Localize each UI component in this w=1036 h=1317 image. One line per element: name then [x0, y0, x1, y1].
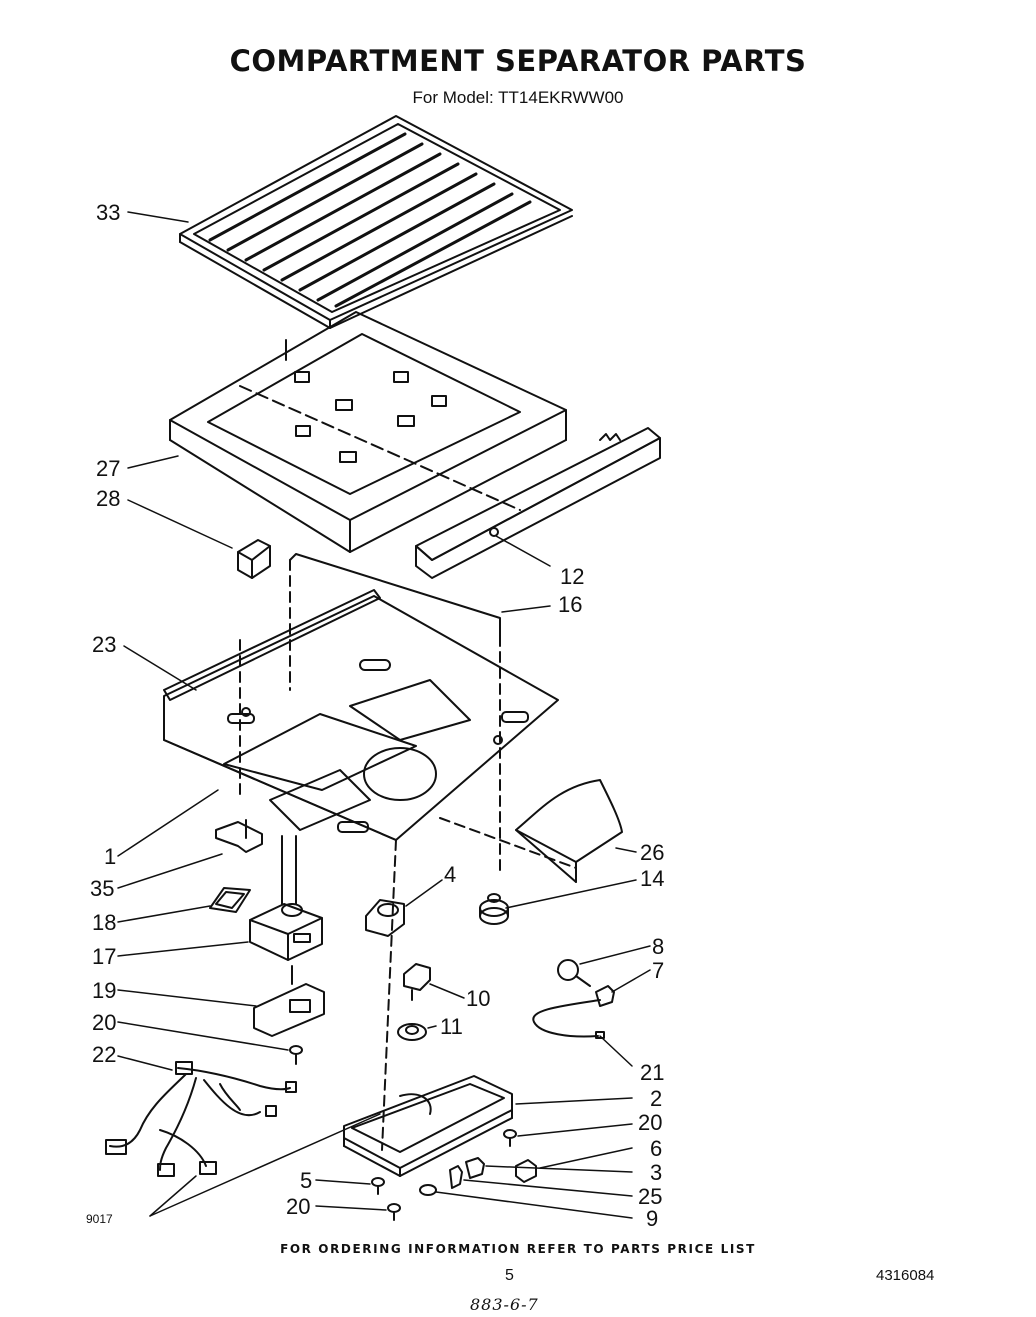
part-18-gasket: [209, 887, 251, 913]
part-20-screw: [289, 1045, 303, 1065]
callout-23: 23: [92, 632, 116, 657]
part-20-screw: [503, 1129, 517, 1147]
page-number: 5: [505, 1267, 514, 1284]
part-20-screw: [387, 1203, 401, 1221]
callout-10: 10: [466, 986, 490, 1011]
part-12-rail: [415, 427, 661, 579]
part-3-motor: [465, 1157, 485, 1179]
part-27-separator-frame: [169, 311, 567, 553]
part-7-lamp-socket: [595, 985, 615, 1007]
part-14-grommet: [479, 893, 509, 925]
callout-leader-lines: [117, 211, 651, 1219]
callout-18: 18: [92, 910, 116, 935]
ordering-note: FOR ORDERING INFORMATION REFER TO PARTS …: [280, 1242, 756, 1256]
part-8-lamp-bulb: [557, 959, 591, 987]
callout-8: 8: [652, 934, 664, 959]
part-4-fan-motor-mount: [365, 899, 405, 937]
part-5-screw: [371, 1177, 385, 1195]
callout-16: 16: [558, 592, 582, 617]
part-17-control-housing: [249, 835, 323, 961]
callout-11: 11: [440, 1014, 463, 1039]
callout-25: 25: [638, 1184, 662, 1209]
callout-26: 26: [640, 840, 664, 865]
callout-5: 5: [300, 1168, 312, 1193]
callout-33: 33: [96, 200, 120, 225]
callout-28: 28: [96, 486, 120, 511]
callout-6: 6: [650, 1136, 662, 1161]
document-number: 4316084: [876, 1267, 935, 1284]
callout-12: 12: [560, 564, 584, 589]
callout-3: 3: [650, 1160, 662, 1185]
callout-2: 2: [650, 1086, 662, 1111]
callout-1: 1: [104, 844, 116, 869]
part-19-control-bracket: [253, 965, 325, 1037]
part-9-grommet: [419, 1184, 437, 1196]
page-title: COMPARTMENT SEPARATOR PARTS: [229, 44, 807, 78]
callout-labels: 33 27 28 12 16 23 1 26 35 4 14 18 17 8 7…: [90, 200, 664, 1231]
part-11-grommet: [397, 1023, 427, 1041]
part-35-bracket: [215, 819, 263, 853]
callout-7: 7: [652, 958, 664, 983]
figure-code: 9017: [86, 1212, 113, 1226]
handwritten-note: 883-6-7: [470, 1295, 539, 1314]
model-subtitle: For Model: TT14EKRWW00: [412, 88, 624, 107]
part-33-shelf-grille: [179, 115, 573, 329]
part-26-duct: [439, 779, 623, 883]
part-28-block: [237, 539, 271, 579]
callout-20: 20: [286, 1194, 310, 1219]
callout-4: 4: [444, 862, 456, 887]
callout-9: 9: [646, 1206, 658, 1231]
callout-19: 19: [92, 978, 116, 1003]
callout-17: 17: [92, 944, 116, 969]
part-22-wire-harness: [105, 1061, 381, 1217]
callout-22: 22: [92, 1042, 116, 1067]
callout-27: 27: [96, 456, 120, 481]
callout-21: 21: [640, 1060, 664, 1085]
part-1-base-pan: [163, 589, 559, 1151]
callout-14: 14: [640, 866, 664, 891]
part-10-lamp-switch: [403, 963, 431, 1001]
part-6-fan-blade: [515, 1159, 537, 1183]
callout-35: 35: [90, 876, 114, 901]
part-25-spacer: [449, 1165, 463, 1189]
part-16-wire-rod: [289, 553, 501, 871]
callout-20: 20: [638, 1110, 662, 1135]
callout-20: 20: [92, 1010, 116, 1035]
part-2-lower-housing: [343, 1075, 513, 1177]
part-21-lamp-wire: [532, 999, 605, 1039]
